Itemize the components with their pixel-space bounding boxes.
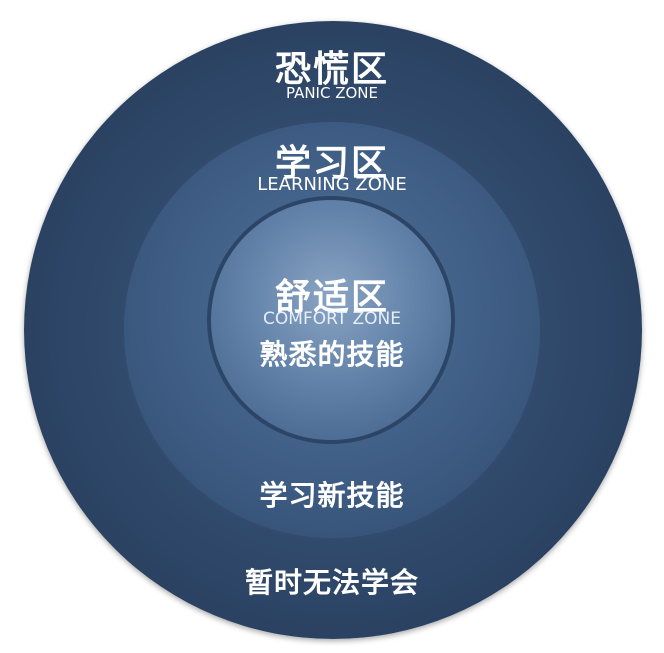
learning-zone-title: 学习区 — [274, 143, 389, 184]
comfort-zone-circle — [207, 196, 455, 444]
comfort-zone-title: 舒适区 — [274, 277, 389, 318]
comfort-zone-description: 熟悉的技能 — [259, 338, 405, 371]
learning-zone-subtitle: LEARNING ZONE — [257, 174, 407, 195]
panic-zone-subtitle: PANIC ZONE — [285, 84, 378, 102]
learning-zone-description: 学习新技能 — [259, 479, 405, 512]
comfort-zone-subtitle: COMFORT ZONE — [263, 309, 401, 329]
panic-zone-description: 暂时无法学会 — [244, 566, 419, 599]
panic-zone-title: 恐慌区 — [274, 49, 389, 90]
